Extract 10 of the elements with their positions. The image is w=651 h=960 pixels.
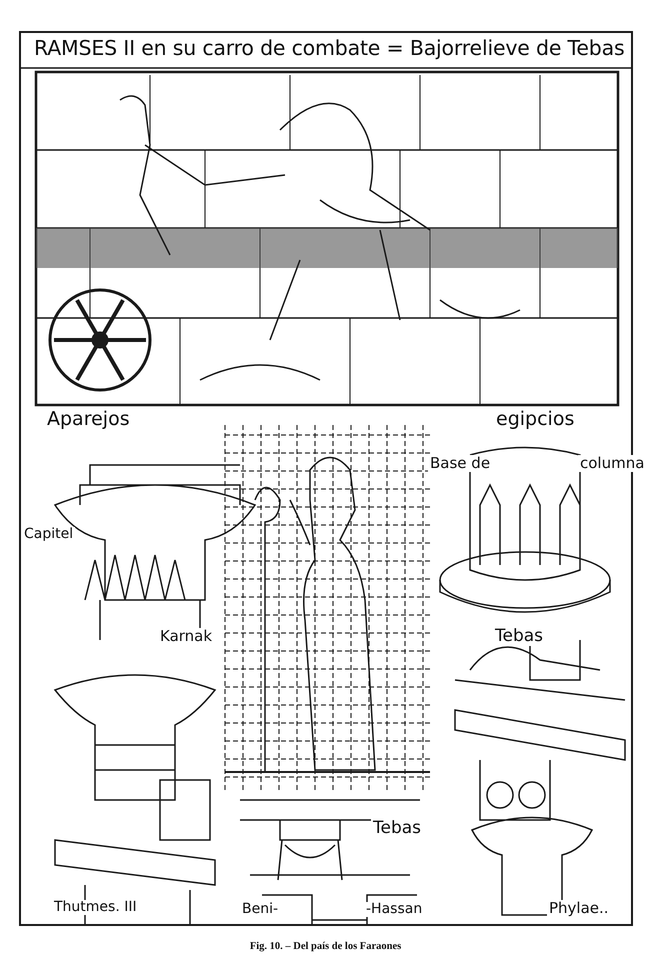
- figure-caption: Fig. 10. – Del país de los Faraones: [248, 941, 402, 953]
- section-heading: egipcios: [494, 409, 576, 430]
- place-label: Tebas: [493, 627, 546, 646]
- plate-title: RAMSES II en su carro de combate = Bajorrelieve de Tebas: [34, 37, 624, 60]
- section-heading: Aparejos: [45, 409, 132, 430]
- part-label: columna: [578, 455, 646, 472]
- part-label: Base de: [428, 455, 492, 472]
- place-label: Karnak: [158, 628, 214, 644]
- place-label: -Hassan: [364, 902, 424, 918]
- part-label: Capitel: [22, 527, 76, 542]
